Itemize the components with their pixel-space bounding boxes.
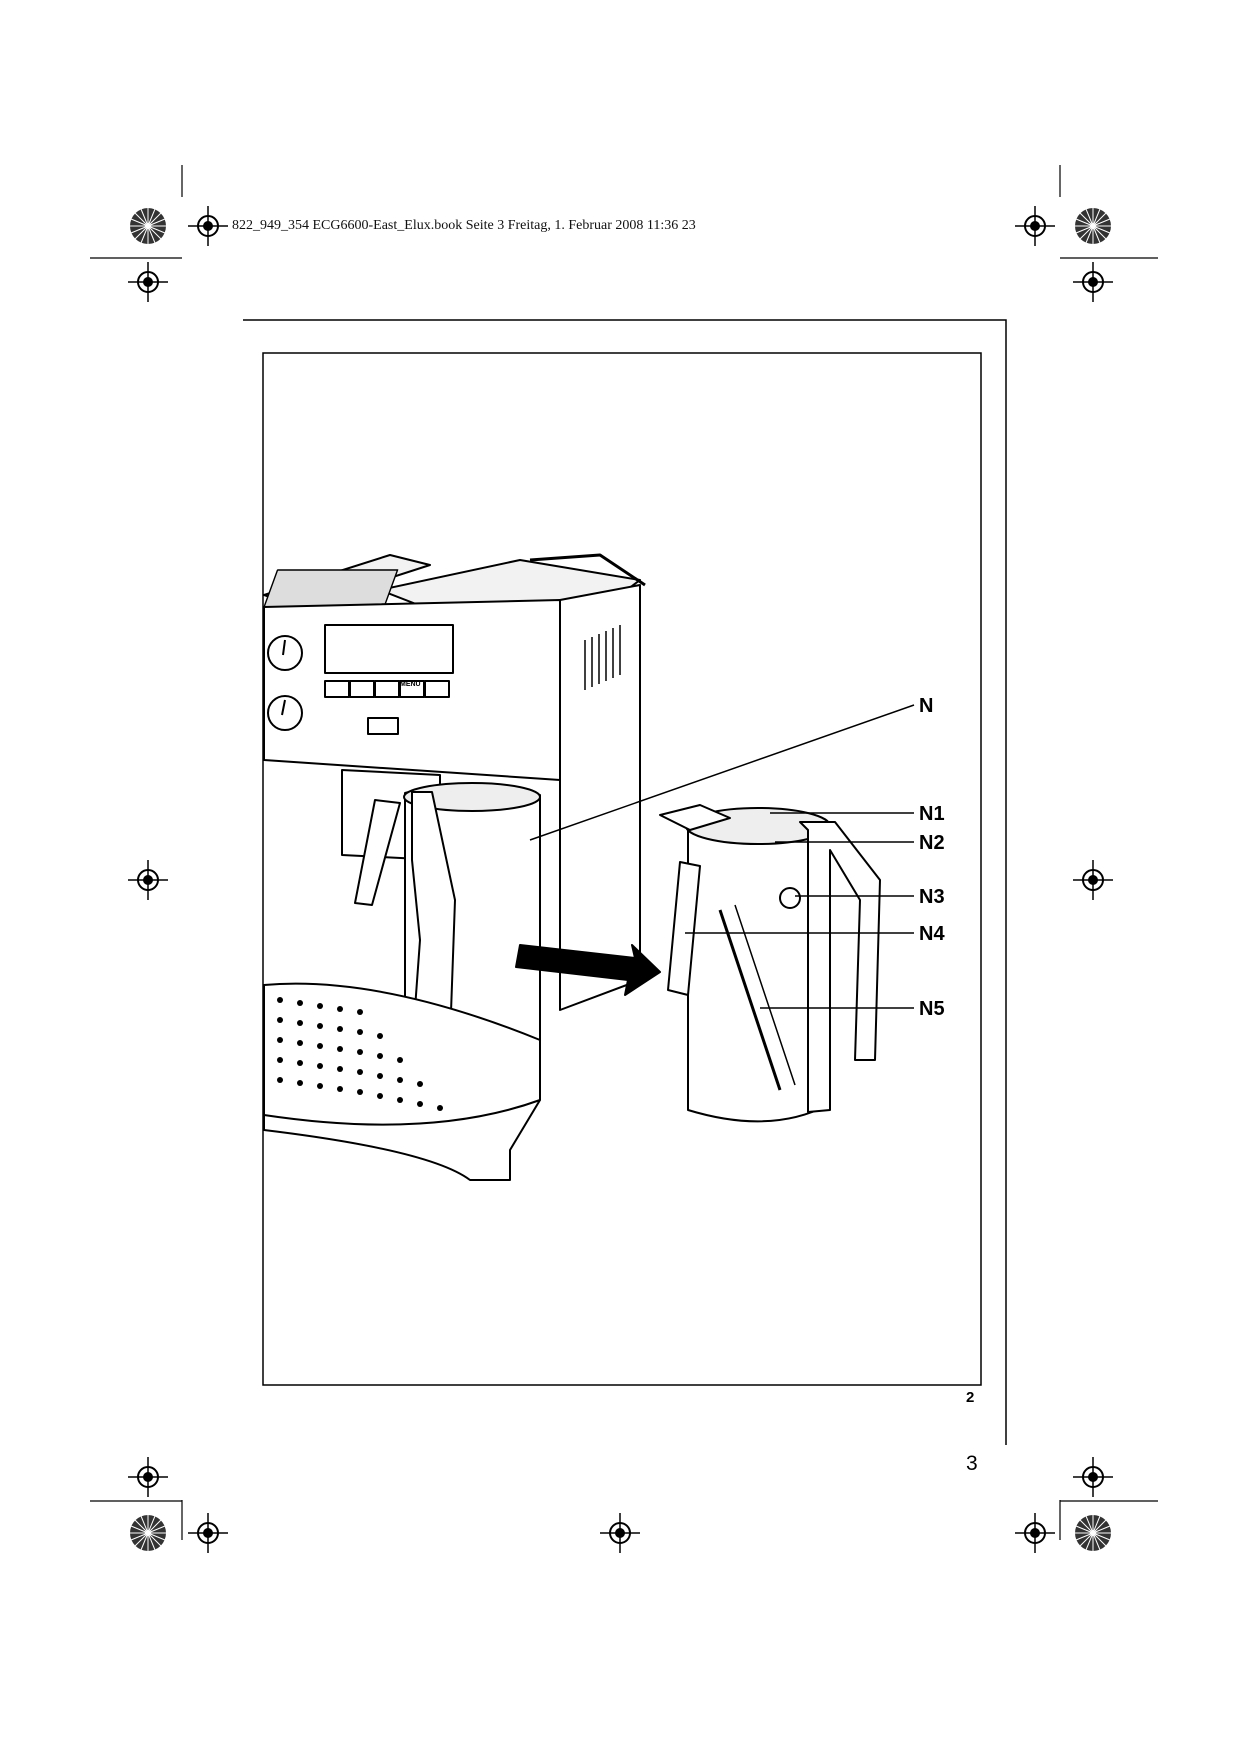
callout-n1: N1 <box>919 803 945 825</box>
menu-panel-label: MENU <box>400 681 421 688</box>
figure-number: 2 <box>966 1389 975 1406</box>
callout-n: N <box>919 695 934 717</box>
print-info-header: 822_949_354 ECG6600-East_Elux.book Seite… <box>232 218 696 233</box>
callout-n5: N5 <box>919 998 945 1020</box>
callout-n2: N2 <box>919 832 945 854</box>
callout-n3: N3 <box>919 886 945 908</box>
callout-n4: N4 <box>919 923 945 945</box>
page-number: 3 <box>966 1452 978 1475</box>
